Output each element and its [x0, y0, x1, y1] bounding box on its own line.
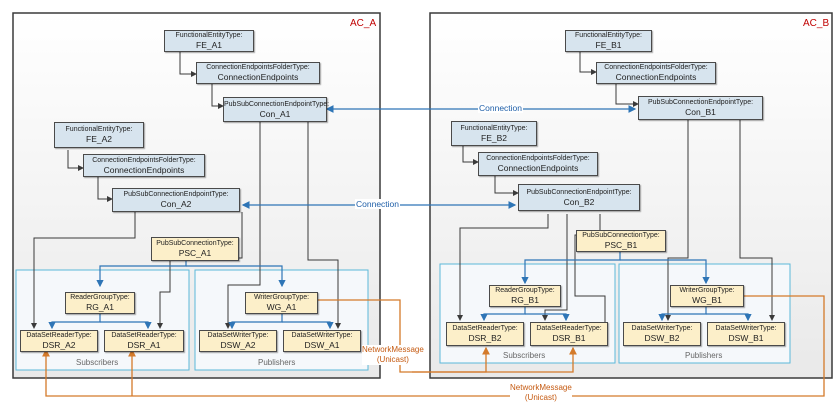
dsw-a1-box[interactable]: DataSetWriterType: DSW_A1 [283, 330, 361, 352]
ce-a1-name: ConnectionEndpoints [217, 72, 299, 82]
publishers-label-b: Publishers [685, 351, 723, 360]
ce-a1-type: ConnectionEndpointsFolderType: [206, 64, 310, 71]
fe-b2-box[interactable]: FunctionalEntityType: FE_B2 [451, 121, 537, 146]
dsw-b2-type: DataSetWriterType: [631, 325, 693, 332]
con-b1-name: Con_B1 [685, 107, 716, 117]
fe-b1-name: FE_B1 [595, 40, 622, 50]
psc-b1-name: PSC_B1 [604, 240, 638, 250]
ce-b2-name: ConnectionEndpoints [497, 163, 579, 173]
network-message-a-sub: (Unicast) [376, 355, 409, 364]
dsw-b1-box[interactable]: DataSetWriterType: DSW_B1 [707, 322, 785, 346]
con-b1-box[interactable]: PubSubConnectionEndpointType: Con_B1 [638, 96, 763, 120]
rg-a1-name: RG_A1 [86, 302, 114, 312]
network-message-b-sub: (Unicast) [524, 393, 557, 402]
wg-a1-type: WriterGroupType: [253, 294, 310, 301]
psc-a1-name: PSC_A1 [178, 248, 212, 258]
con-a1-type: PubSubConnectionEndpointType: [224, 100, 330, 108]
rg-b1-box[interactable]: ReaderGroupType: RG_B1 [489, 285, 561, 307]
dsr-a1-name: DSR_A1 [127, 340, 161, 350]
fe-a1-type: FunctionalEntityType: [175, 32, 243, 39]
psc-b1-box[interactable]: PubSubConnectionType: PSC_B1 [576, 230, 666, 252]
rg-b1-type: ReaderGroupType: [495, 287, 555, 294]
dsw-b2-box[interactable]: DataSetWriterType: DSW_B2 [623, 322, 701, 346]
dsw-a2-type: DataSetWriterType: [207, 332, 269, 339]
network-message-b: NetworkMessage (Unicast) [510, 383, 572, 403]
fe-b2-name: FE_B2 [481, 132, 507, 143]
dsw-b1-type: DataSetWriterType: [715, 325, 777, 332]
wg-b1-type: WriterGroupType: [679, 287, 735, 294]
ce-b2-box[interactable]: ConnectionEndpointsFolderType: Connectio… [478, 152, 598, 176]
dsr-a2-type: DataSetReaderType: [26, 332, 92, 339]
fe-b1-box[interactable]: FunctionalEntityType: FE_B1 [565, 30, 652, 52]
con-b2-name: Con_B2 [563, 196, 595, 207]
psc-a1-type: PubSubConnectionType: [156, 240, 234, 247]
publishers-label-a: Publishers [258, 358, 296, 367]
ce-b2-type: ConnectionEndpointsFolderType: [486, 155, 590, 162]
ce-a1-box[interactable]: ConnectionEndpointsFolderType: Connectio… [196, 62, 320, 84]
ce-b1-box[interactable]: ConnectionEndpointsFolderType: Connectio… [596, 62, 716, 84]
con-b1-type: PubSubConnectionEndpointType: [647, 99, 754, 106]
fe-a2-type: FunctionalEntityType: [65, 126, 133, 133]
ce-b1-type: ConnectionEndpointsFolderType: [604, 64, 708, 71]
rg-a1-type: ReaderGroupType: [70, 294, 130, 301]
network-message-a: NetworkMessage (Unicast) [362, 345, 424, 365]
wg-b1-name: WG_B1 [692, 295, 722, 305]
psc-b1-type: PubSubConnectionType: [582, 232, 660, 239]
fe-a1-name: FE_A1 [196, 40, 222, 50]
connection-label-bottom: Connection [355, 199, 401, 209]
dsr-b2-name: DSR_B2 [468, 333, 502, 343]
network-message-a-label: NetworkMessage [362, 345, 424, 354]
fe-a2-box[interactable]: FunctionalEntityType: FE_A2 [54, 122, 144, 148]
connection-label-top: Connection [478, 103, 524, 113]
dsw-a1-type: DataSetWriterType: [291, 332, 353, 339]
dsr-b1-name: DSR_B1 [552, 333, 586, 343]
dsr-a1-type: DataSetReaderType: [111, 332, 177, 339]
rg-b1-name: RG_B1 [511, 295, 539, 305]
wg-b1-box[interactable]: WriterGroupType: WG_B1 [670, 285, 744, 307]
dsr-a1-box[interactable]: DataSetReaderType: DSR_A1 [104, 330, 184, 352]
subscribers-label-b: Subscribers [503, 351, 546, 360]
dsw-b2-name: DSW_B2 [644, 333, 680, 343]
ac-a-label: AC_A [350, 18, 377, 29]
fe-b1-type: FunctionalEntityType: [575, 32, 642, 39]
dsr-b2-type: DataSetReaderType: [452, 325, 518, 332]
wg-a1-box[interactable]: WriterGroupType: WG_A1 [245, 292, 318, 314]
fe-b2-type: FunctionalEntityType: [460, 124, 528, 132]
con-b2-type: PubSubConnectionEndpointType: [526, 188, 632, 196]
dsw-a1-name: DSW_A1 [304, 340, 340, 350]
ac-b-label: AC_B [803, 18, 830, 29]
network-message-b-label: NetworkMessage [510, 383, 572, 392]
psc-a1-box[interactable]: PubSubConnectionType: PSC_A1 [151, 237, 239, 261]
subscribers-label-a: Subscribers [76, 358, 119, 367]
wg-a1-name: WG_A1 [266, 302, 297, 312]
con-b2-box[interactable]: PubSubConnectionEndpointType: Con_B2 [518, 184, 640, 211]
ce-a2-box[interactable]: ConnectionEndpointsFolderType: Connectio… [83, 154, 205, 177]
con-a2-name: Con_A2 [160, 199, 192, 209]
ce-a2-name: ConnectionEndpoints [103, 164, 185, 175]
con-a2-type: PubSubConnectionEndpointType: [123, 191, 229, 198]
dsw-b1-name: DSW_B1 [728, 333, 764, 343]
dsr-b1-box[interactable]: DataSetReaderType: DSR_B1 [530, 322, 608, 346]
dsr-a2-box[interactable]: DataSetReaderType: DSR_A2 [20, 330, 98, 352]
subscribers-group-a [15, 269, 190, 371]
ce-a2-type: ConnectionEndpointsFolderType: [92, 156, 196, 164]
fe-a1-box[interactable]: FunctionalEntityType: FE_A1 [164, 30, 254, 52]
con-a2-box[interactable]: PubSubConnectionEndpointType: Con_A2 [112, 188, 240, 212]
dsw-a2-name: DSW_A2 [220, 340, 256, 350]
con-a1-box[interactable]: PubSubConnectionEndpointType: Con_A1 [223, 97, 330, 122]
dsr-b1-type: DataSetReaderType: [536, 325, 602, 332]
ce-b1-name: ConnectionEndpoints [615, 72, 697, 82]
dsr-a2-name: DSR_A2 [42, 340, 76, 350]
dsr-b2-box[interactable]: DataSetReaderType: DSR_B2 [446, 322, 524, 346]
con-a1-name: Con_A1 [259, 108, 291, 119]
fe-a2-name: FE_A2 [86, 134, 112, 144]
rg-a1-box[interactable]: ReaderGroupType: RG_A1 [65, 292, 135, 314]
dsw-a2-box[interactable]: DataSetWriterType: DSW_A2 [199, 330, 277, 352]
